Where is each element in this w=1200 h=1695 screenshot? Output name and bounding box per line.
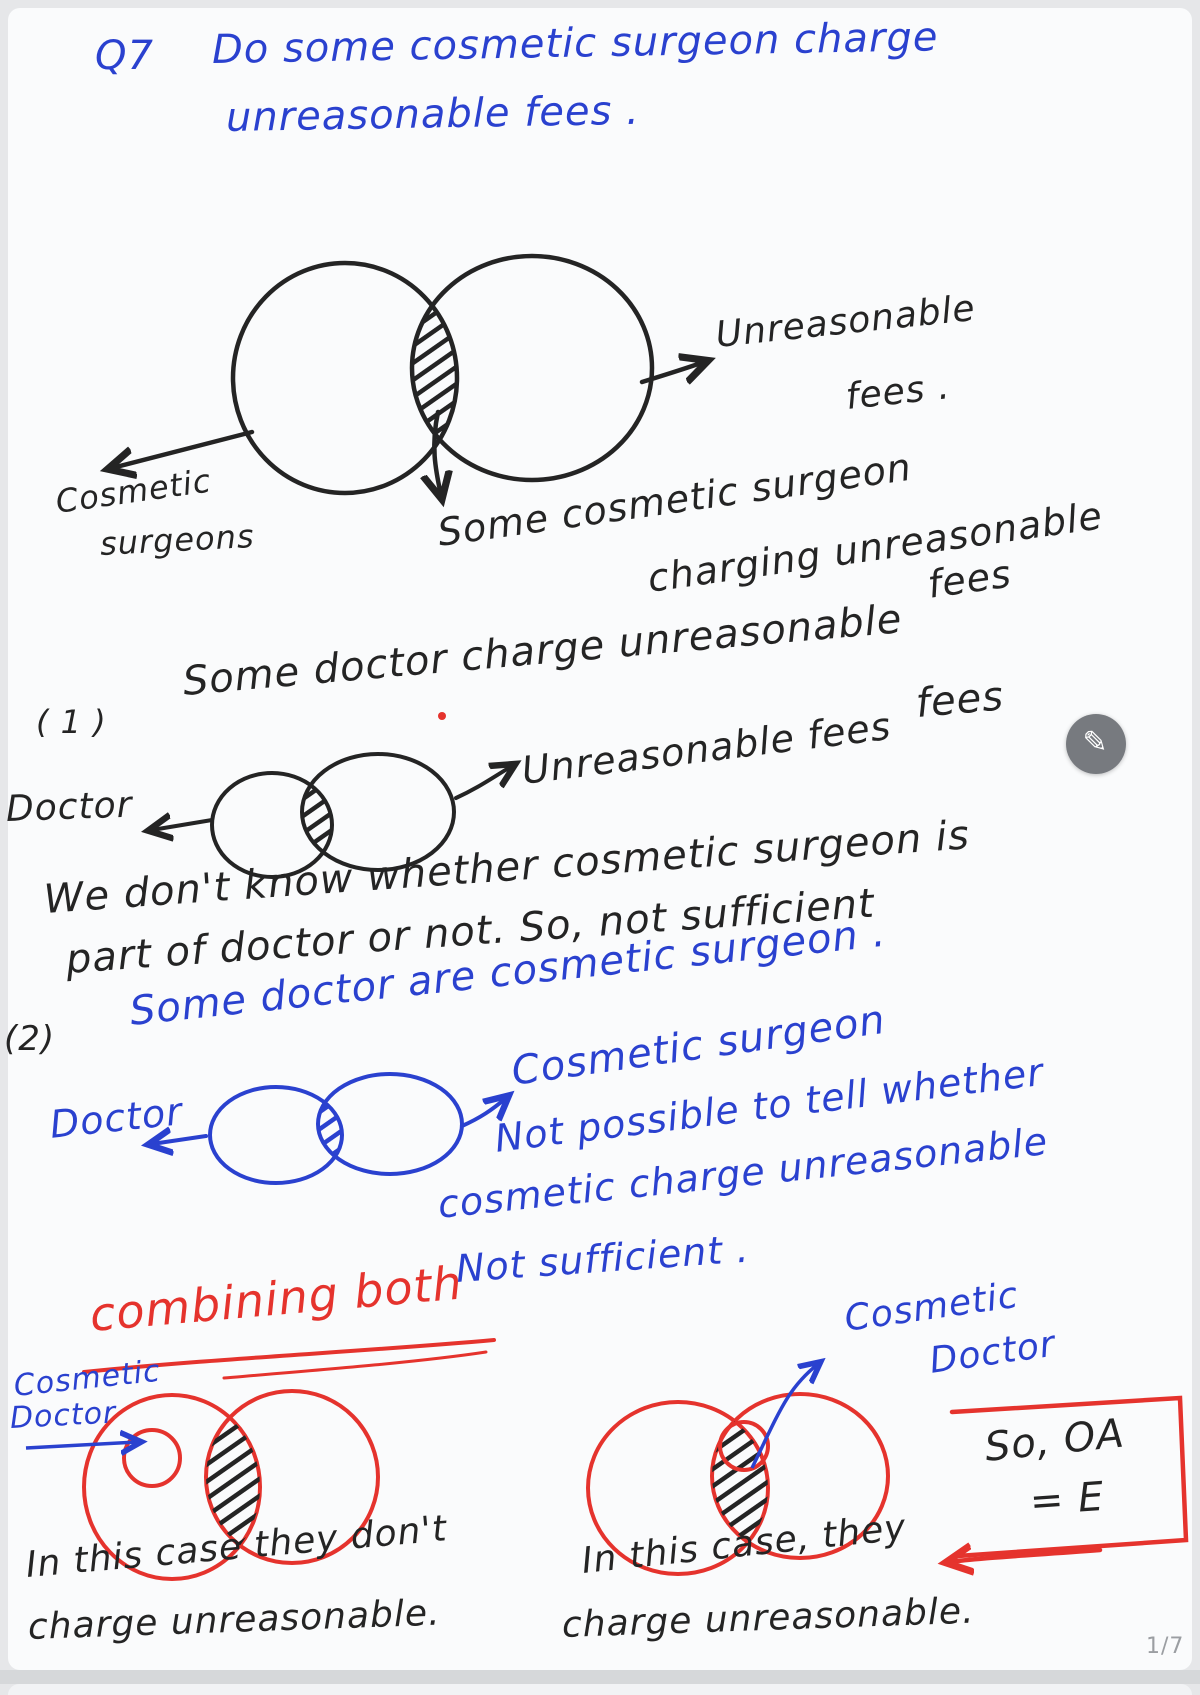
answer-line2: = E (1028, 1473, 1106, 1525)
main-venn-left-label-line2: surgeons (99, 516, 256, 563)
question-number: Q7 (95, 33, 154, 79)
main-venn-caption-line3: fees (924, 551, 1015, 607)
next-page-edge (8, 1684, 1192, 1695)
case1-label-line2: Doctor (9, 1395, 118, 1436)
edit-button[interactable]: ✎ (1066, 714, 1126, 774)
statement1-marker: ( 1 ) (36, 703, 107, 741)
page-gap (0, 1670, 1200, 1684)
question-title-line2: unreasonable fees . (225, 87, 641, 141)
statement1-text-wrap: fees (913, 673, 1006, 727)
question-title-line1: Do some cosmetic surgeon charge (211, 14, 939, 73)
pencil-icon: ✎ (1082, 724, 1108, 760)
statement1-circle-label: Doctor (5, 784, 134, 830)
page-indicator: 1/7 (1146, 1634, 1185, 1659)
statement2-marker: (2) (4, 1019, 56, 1059)
